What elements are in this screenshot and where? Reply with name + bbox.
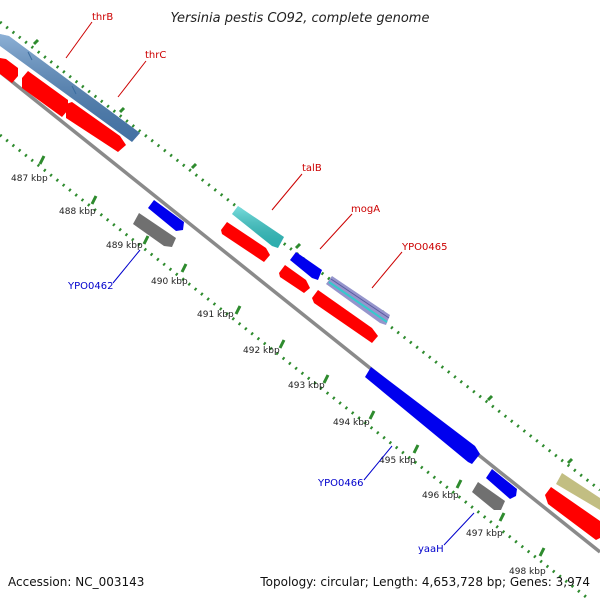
label-YPO0465[interactable]: YPO0465 bbox=[371, 242, 447, 289]
label-YPO0462[interactable]: YPO0462 bbox=[67, 249, 141, 292]
label-YPO0466-text: YPO0466 bbox=[317, 478, 363, 489]
gene-gray-YPO0462[interactable] bbox=[133, 213, 176, 247]
tick-491 bbox=[234, 305, 242, 315]
tick-label-493: 493 kbp bbox=[288, 381, 325, 391]
gene-red-YPO0465[interactable] bbox=[312, 290, 378, 343]
tick-496 bbox=[455, 479, 463, 489]
gene-red-mogA[interactable] bbox=[279, 265, 310, 293]
gene-red-talB[interactable] bbox=[221, 222, 270, 262]
tick-492 bbox=[278, 339, 286, 349]
gene-YPO0462[interactable] bbox=[148, 200, 184, 231]
gene-red-top-1[interactable] bbox=[0, 58, 126, 152]
map-title: Yersinia pestis CO92, complete genome bbox=[171, 11, 430, 26]
gene-olive-right[interactable] bbox=[556, 473, 600, 510]
tick-490 bbox=[180, 263, 188, 273]
accession-text: Accession: NC_003143 bbox=[8, 575, 144, 589]
tick-label-495: 495 kbp bbox=[379, 456, 416, 466]
tick-487 bbox=[38, 155, 46, 165]
label-YPO0466[interactable]: YPO0466 bbox=[317, 445, 393, 489]
label-thrB[interactable]: thrB bbox=[65, 12, 113, 59]
tick-label-487: 487 kbp bbox=[11, 174, 48, 184]
label-thrC[interactable]: thrC bbox=[117, 50, 166, 98]
tick-495 bbox=[412, 444, 420, 454]
tick-label-498: 498 kbp bbox=[509, 567, 546, 577]
tick-489 bbox=[142, 235, 150, 245]
gene-talB[interactable] bbox=[232, 206, 284, 248]
tick-labels: 487 kbp 488 kbp 489 kbp 490 kbp 491 kbp … bbox=[11, 174, 546, 577]
label-yaaH-text: yaaH bbox=[418, 544, 444, 555]
tick-488 bbox=[90, 195, 98, 205]
label-yaaH[interactable]: yaaH bbox=[418, 512, 475, 555]
gene-blue-small-right[interactable] bbox=[486, 469, 517, 499]
tick-497 bbox=[498, 512, 506, 522]
label-YPO0465-text: YPO0465 bbox=[401, 242, 447, 253]
label-thrC-text: thrC bbox=[145, 50, 166, 61]
tick-494 bbox=[368, 410, 376, 420]
tick-label-494: 494 kbp bbox=[333, 418, 370, 428]
tick-label-488: 488 kbp bbox=[59, 207, 96, 217]
gene-thrB-thrC[interactable] bbox=[0, 34, 140, 142]
tick-label-497: 497 kbp bbox=[466, 529, 503, 539]
label-mogA[interactable]: mogA bbox=[319, 204, 380, 250]
label-thrB-text: thrB bbox=[92, 12, 113, 23]
tick-label-489: 489 kbp bbox=[106, 241, 143, 251]
label-YPO0462-text: YPO0462 bbox=[67, 281, 113, 292]
tick-label-490: 490 kbp bbox=[151, 277, 188, 287]
outer-tick-marks bbox=[32, 38, 574, 465]
label-talB-text: talB bbox=[302, 163, 322, 174]
tick-498 bbox=[538, 547, 546, 557]
gene-mogA[interactable] bbox=[290, 252, 322, 280]
genome-backbone bbox=[0, 70, 600, 554]
gene-yaaH[interactable] bbox=[472, 482, 505, 510]
tick-493 bbox=[322, 374, 330, 384]
tick-label-491: 491 kbp bbox=[197, 310, 234, 320]
label-talB[interactable]: talB bbox=[271, 163, 322, 211]
tick-label-492: 492 kbp bbox=[243, 346, 280, 356]
label-mogA-text: mogA bbox=[351, 204, 380, 215]
gene-red-right[interactable] bbox=[545, 487, 600, 540]
tick-label-496: 496 kbp bbox=[422, 491, 459, 501]
gene-YPO0465[interactable] bbox=[326, 276, 390, 325]
tick-marks bbox=[38, 155, 546, 557]
gene-YPO0466[interactable] bbox=[365, 367, 480, 464]
topology-summary-text: Topology: circular; Length: 4,653,728 bp… bbox=[259, 575, 590, 589]
